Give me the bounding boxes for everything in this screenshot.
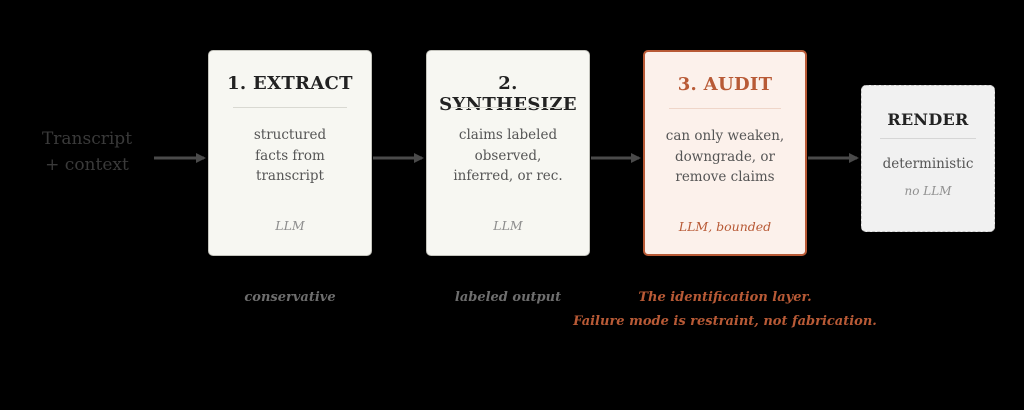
stage-extract-box: 1. EXTRACT structured facts from transcr… xyxy=(208,50,372,256)
stage-audit-caption: The identification layer. Failure mode i… xyxy=(560,286,890,334)
stage-synthesize-tag: LLM xyxy=(493,218,523,233)
stage-audit-title: 3. AUDIT xyxy=(677,74,773,95)
stage-audit-tag: LLM, bounded xyxy=(678,219,772,234)
stage-synthesize-divider xyxy=(451,107,565,108)
stage-extract-divider xyxy=(233,107,347,108)
stage-render-description-line: deterministic xyxy=(882,156,974,172)
stage-audit-caption-line: Failure mode is restraint, not fabricati… xyxy=(573,314,877,329)
input-label: Transcript + context xyxy=(22,126,152,178)
stage-extract-caption: conservative xyxy=(244,290,336,305)
stage-render-box: RENDER deterministic no LLM xyxy=(861,85,995,232)
stage-render-divider xyxy=(880,138,976,139)
stage-audit-divider xyxy=(669,108,781,109)
stage-render-tag: no LLM xyxy=(904,184,952,198)
stage-synthesize-title: 2. SYNTHESIZE xyxy=(439,73,577,115)
stage-render-title: RENDER xyxy=(887,110,969,129)
stage-synthesize-caption: labeled output xyxy=(454,290,562,305)
stage-synthesize-box: 2. SYNTHESIZE claims labeled observed, i… xyxy=(426,50,590,256)
stage-audit-description-line: remove claims xyxy=(675,169,775,185)
stage-synthesize-description-line: inferred, or rec. xyxy=(453,168,563,184)
input-label-line-2: + context xyxy=(45,155,129,175)
stage-synthesize-description: claims labeled observed, inferred, or re… xyxy=(433,125,583,187)
stage-synthesize-description-line: observed, xyxy=(474,147,542,164)
stage-render-description: deterministic xyxy=(868,154,988,175)
stage-extract-description: structured facts from transcript xyxy=(215,125,365,187)
stage-audit-description: can only weaken, downgrade, or remove cl… xyxy=(651,126,799,188)
stage-audit-description-line: downgrade, or xyxy=(675,148,775,165)
stage-extract-description-line: facts from xyxy=(255,147,325,164)
stage-synthesize-description-line: claims labeled xyxy=(458,127,558,143)
stage-extract-description-line: structured xyxy=(253,127,327,143)
stage-extract-title: 1. EXTRACT xyxy=(227,73,353,94)
stage-extract-tag: LLM xyxy=(275,218,305,233)
input-label-line-1: Transcript xyxy=(41,129,133,149)
stage-extract-description-line: transcript xyxy=(256,168,324,184)
stage-audit-caption-line: The identification layer. xyxy=(638,290,812,305)
stage-audit-box: 3. AUDIT can only weaken, downgrade, or … xyxy=(643,50,807,256)
stage-audit-description-line: can only weaken, xyxy=(665,128,785,144)
